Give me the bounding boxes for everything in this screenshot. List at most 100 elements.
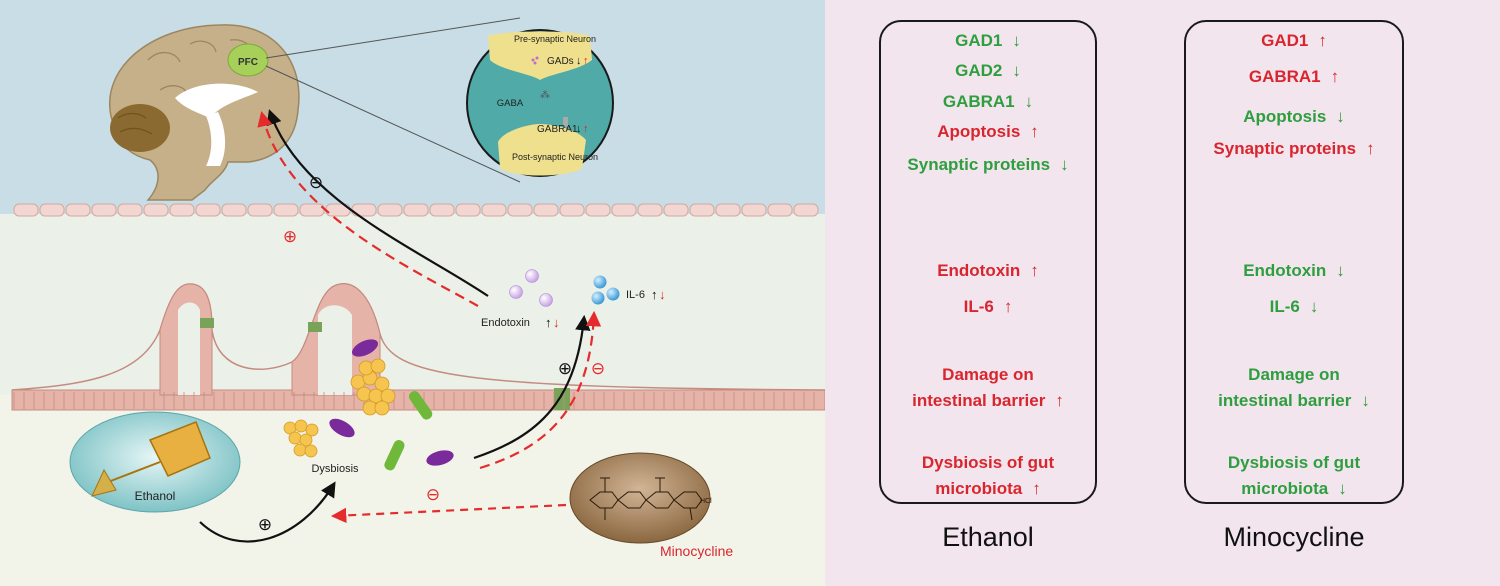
endothelial-cell xyxy=(403,203,429,217)
dysbiosis-label: Dysbiosis xyxy=(311,463,359,475)
gads-label: GADs xyxy=(547,56,574,67)
dysbiosis-to-inflammation-arrow xyxy=(473,314,591,460)
minocycline-effect-il6: IL-6↓ xyxy=(1269,297,1319,316)
minocycline-capsule: HCl xyxy=(569,452,712,544)
endotoxin-label: Endotoxin xyxy=(481,317,530,329)
synapse-zoom: Pre-synaptic Neuron Post-synaptic Neuron… xyxy=(466,29,614,177)
endothelial-cell xyxy=(507,203,533,217)
minocycline-effect-synaptic-proteins: Synaptic proteins↑ xyxy=(1213,139,1375,158)
minocycline-column-title: Minocycline xyxy=(1223,522,1365,552)
endothelial-cell xyxy=(39,203,65,217)
minocycline-effect-gad1: GAD1↑ xyxy=(1261,31,1327,50)
purple-bacterium-icon xyxy=(329,418,355,438)
gads-arrow-up: ↑ xyxy=(583,55,589,67)
ethanol-effect-gad1: GAD1↓ xyxy=(955,31,1021,50)
ethanol-effect-endotoxin: Endotoxin↑ xyxy=(937,261,1039,280)
endothelial-cell xyxy=(793,203,819,217)
effects-panel: GAD1↓ GAD2↓ GABRA1↓ Apoptosis↑ Synaptic … xyxy=(825,0,1500,586)
gabra1-label: GABRA1 xyxy=(537,124,578,135)
minocycline-structure-icon xyxy=(589,477,703,521)
endothelial-cell xyxy=(13,203,39,217)
il6-arrow-up: ↑ xyxy=(651,287,658,302)
endothelial-cell xyxy=(91,203,117,217)
il6-label: IL-6 xyxy=(626,289,645,301)
purple-bacterium-icon xyxy=(351,339,379,357)
ethanol-capsule: Ethanol xyxy=(69,411,241,513)
endothelial-cell xyxy=(273,203,299,217)
ethanol-effect-gabra1: GABRA1↓ xyxy=(942,92,1034,111)
il6-arrow-down: ↓ xyxy=(659,287,666,302)
ethanol-promotion-sign: ⊕ xyxy=(258,515,272,534)
tight-junction-icon xyxy=(554,388,570,410)
blood-brain-barrier xyxy=(13,203,819,217)
endothelial-cell xyxy=(533,203,559,217)
ethanol-effect-synaptic-proteins: Synaptic proteins↓ xyxy=(907,155,1069,174)
inflammation-inhibition-sign: ⊖ xyxy=(591,359,605,378)
minocycline-effect-gabra1: GABRA1↑ xyxy=(1248,67,1340,86)
minocycline-effects-box: GAD1↑ GABRA1↑ Apoptosis↓ Synaptic protei… xyxy=(1184,20,1404,504)
endothelial-cell xyxy=(195,203,221,217)
gads-arrow-down: ↓ xyxy=(576,55,582,67)
cocci-cluster-icon xyxy=(283,419,319,458)
endothelial-cell xyxy=(429,203,455,217)
ethanol-to-dysbiosis-arrow xyxy=(199,481,336,543)
gads-molecule-icon xyxy=(531,56,539,65)
endothelial-cell xyxy=(741,203,767,217)
pfc-label: PFC xyxy=(238,57,258,68)
brain-illustration: PFC xyxy=(109,24,300,201)
ethanol-effects-box: GAD1↓ GAD2↓ GABRA1↓ Apoptosis↑ Synaptic … xyxy=(879,20,1097,504)
endothelial-cell xyxy=(611,203,637,217)
endothelial-cell xyxy=(715,203,741,217)
endothelial-cell xyxy=(247,203,273,217)
endothelial-cell xyxy=(689,203,715,217)
ethanol-column-title: Ethanol xyxy=(942,522,1034,552)
endothelial-cell xyxy=(143,203,169,217)
dysbiosis-inhibition-sign: ⊖ xyxy=(426,485,440,504)
minocycline-to-dysbiosis-arrow xyxy=(330,503,567,524)
mechanism-diagram: PFC Pre-synaptic Neuron Post-synaptic Ne… xyxy=(0,0,825,586)
il6-molecules-icon xyxy=(591,275,620,305)
gabra1-arrow-down: ↓ xyxy=(576,123,582,135)
hcl-label: HCl xyxy=(700,498,712,505)
gaba-molecule-icon: ⁂ xyxy=(540,90,550,101)
endotoxin-arrow-up: ↑ xyxy=(545,315,552,330)
brain-inhibition-sign: ⊖ xyxy=(309,173,323,192)
wine-glass-icon xyxy=(91,421,211,497)
tight-junction-icon xyxy=(308,322,322,332)
endothelial-cell xyxy=(299,203,325,217)
minocycline-label: Minocycline xyxy=(660,543,733,559)
pre-synaptic-label: Pre-synaptic Neuron xyxy=(514,34,596,44)
endothelial-cell xyxy=(559,203,585,217)
minocycline-effect-endotoxin: Endotoxin↓ xyxy=(1243,261,1345,280)
post-synaptic-label: Post-synaptic Neuron xyxy=(512,152,598,162)
minocycline-inflammation-arrow xyxy=(479,310,602,470)
endothelial-cell xyxy=(663,203,689,217)
endotoxin-to-brain-arrow xyxy=(266,109,489,297)
endothelial-cell xyxy=(117,203,143,217)
endothelial-cell xyxy=(481,203,507,217)
zoom-line-top xyxy=(265,17,521,59)
endothelial-cell xyxy=(65,203,91,217)
ethanol-effect-gad2: GAD2↓ xyxy=(955,61,1021,80)
receptor-icon xyxy=(563,117,568,127)
gaba-label: GABA xyxy=(497,98,524,109)
minocycline-effect-apoptosis: Apoptosis↓ xyxy=(1243,107,1345,126)
purple-bacterium-icon xyxy=(426,450,454,466)
endothelial-cell xyxy=(221,203,247,217)
zoom-line-bottom xyxy=(265,65,521,183)
gabra1-arrow-up: ↑ xyxy=(583,123,589,135)
tight-junction-icon xyxy=(200,318,214,328)
green-bacterium-icon xyxy=(384,440,405,471)
endotoxin-molecules-icon xyxy=(509,269,553,307)
gut-bacteria: Dysbiosis xyxy=(283,339,454,475)
minocycline-to-brain-arrow xyxy=(257,111,479,307)
green-bacterium-icon xyxy=(408,390,433,420)
ethanol-effect-il6: IL-6↑ xyxy=(963,297,1013,316)
ethanol-effect-apoptosis: Apoptosis↑ xyxy=(937,122,1039,141)
endotoxin-arrow-down: ↓ xyxy=(553,315,560,330)
epithelial-cell-row xyxy=(13,392,815,409)
